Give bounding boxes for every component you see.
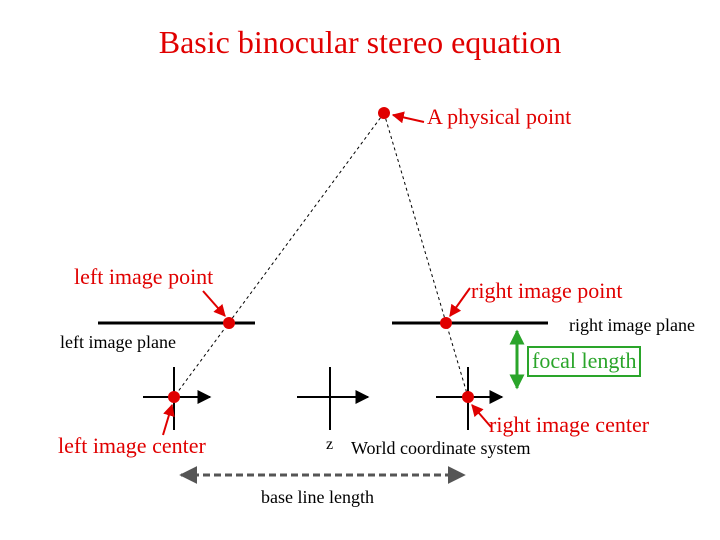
physical-point-label: A physical point <box>427 104 572 129</box>
left-image-plane-label: left image plane <box>60 332 176 352</box>
right-image-plane-label: right image plane <box>569 315 695 335</box>
right-projection-ray <box>383 112 469 398</box>
left-image-center-label: left image center <box>58 433 206 458</box>
right-image-point-dot <box>440 317 452 329</box>
right-image-center-label: right image center <box>489 412 650 437</box>
left-image-point-dot <box>223 317 235 329</box>
left-image-point-label: left image point <box>74 264 214 289</box>
left-projection-ray <box>173 112 385 398</box>
right-image-point-arrow <box>449 287 471 317</box>
left-image-center-arrow <box>162 403 175 436</box>
right-image-center-dot <box>462 391 474 403</box>
left-image-point-arrow <box>202 290 226 317</box>
left-image-center-dot <box>168 391 180 403</box>
physical-point-arrow <box>391 111 425 124</box>
world-axes <box>297 367 370 430</box>
right-image-center-arrow <box>471 404 492 428</box>
focal-length-label: focal length <box>527 346 642 377</box>
diagram-title: Basic binocular stereo equation <box>158 24 562 60</box>
baseline-length-label: base line length <box>261 487 374 507</box>
z-axis-label: z <box>326 436 334 453</box>
right-image-point-label: right image point <box>471 278 623 303</box>
physical-point-dot <box>378 107 390 119</box>
world-coordinate-label: World coordinate system <box>351 438 531 458</box>
